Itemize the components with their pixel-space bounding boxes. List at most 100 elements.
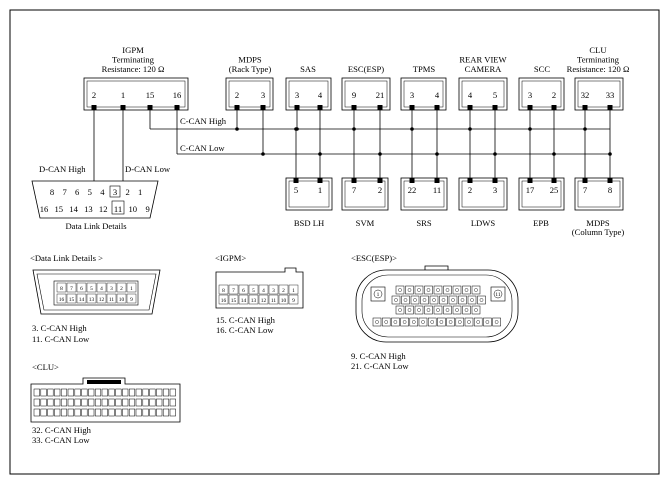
dlc-pin-7: 7 — [62, 187, 67, 197]
pin-socket — [451, 298, 455, 302]
pin-cell — [483, 317, 492, 327]
pin-cell — [142, 388, 149, 397]
pin-cell — [74, 388, 81, 397]
detail-igpm-pin-14: 14 — [241, 298, 247, 304]
pin-cell — [96, 293, 107, 304]
pin-cell — [149, 408, 156, 417]
detail-esc-title: <ESC(ESP)> — [351, 253, 397, 263]
dlc-pin-cell — [111, 200, 125, 215]
pin-cell — [258, 284, 269, 295]
pin-cell — [135, 388, 142, 397]
pin-terminal — [317, 178, 323, 183]
pin-terminal — [147, 105, 153, 110]
pin-terminal — [492, 178, 498, 183]
detail-dlc-pin-14: 14 — [79, 297, 85, 303]
pin-terminal — [234, 105, 240, 110]
svm-box — [341, 177, 389, 211]
pin-cell — [33, 408, 40, 417]
clu-box-inner — [577, 80, 621, 108]
igpm-title: Resistance: 120 Ω — [102, 64, 165, 74]
pin-socket — [398, 308, 402, 312]
srs-title: SRS — [416, 218, 432, 228]
pin-cell — [162, 408, 170, 417]
pin-cell — [278, 294, 289, 305]
svm-title: SVM — [356, 218, 375, 228]
pin-cell — [108, 408, 115, 417]
pin-cell — [94, 388, 102, 397]
pin-socket — [479, 298, 484, 302]
pin-terminal — [467, 105, 473, 110]
pin-cell — [410, 295, 420, 305]
pin-cell — [74, 398, 81, 407]
detail-dlc-shell — [32, 269, 161, 315]
pin-cell — [405, 305, 414, 315]
pin-cell — [101, 398, 108, 407]
mdps-rack-title: MDPS — [238, 55, 262, 65]
detail-igpm-pin-16: 16 — [221, 298, 227, 304]
detail-dlc-note: 3. C-CAN High — [32, 323, 87, 333]
d-can-low-label: D-CAN Low — [125, 164, 171, 174]
pin-cell — [149, 388, 156, 397]
mdps-rack-pin-2: 2 — [235, 90, 239, 100]
pin-cell — [54, 408, 61, 417]
pin-cell — [86, 293, 97, 304]
mdps-rack-box-inner — [228, 80, 271, 108]
detail-clu-title: <CLU> — [32, 362, 59, 372]
pin-socket — [460, 298, 465, 302]
pin-socket — [439, 320, 444, 324]
bsd-lh-box-inner — [288, 180, 330, 208]
pin-terminal — [377, 105, 383, 110]
igpm-box — [83, 77, 189, 111]
igpm-title: IGPM — [122, 45, 144, 55]
pin-cell — [381, 317, 391, 327]
pin-cell — [81, 408, 88, 417]
pin-socket — [426, 308, 431, 312]
pin-cell — [477, 295, 486, 305]
pin-socket — [464, 288, 469, 292]
igpm-title: Terminating — [112, 55, 155, 65]
pin-cell — [391, 295, 401, 305]
dlc-pin-3: 3 — [113, 187, 117, 197]
detail-dlc-pin-3: 3 — [110, 286, 113, 292]
pin-cell — [391, 317, 400, 327]
pin-cell — [448, 295, 458, 305]
pin-cell — [268, 294, 279, 305]
detail-igpm-pin-2: 2 — [282, 288, 285, 294]
pin-cell — [424, 285, 433, 295]
pin-cell — [40, 388, 47, 397]
pin-cell — [135, 398, 142, 407]
pin-cell — [238, 284, 249, 295]
pin-cell — [101, 388, 108, 397]
detail-igpm-pin-1: 1 — [292, 288, 295, 294]
scc-title: SCC — [534, 64, 551, 74]
tpms-pin-3: 3 — [410, 90, 414, 100]
sas-box-inner — [288, 80, 329, 108]
pin-cell — [462, 305, 471, 315]
ldws-box — [458, 177, 508, 211]
epb-pin-25: 25 — [550, 185, 559, 195]
splice-dot — [261, 152, 265, 156]
tpms-title: TPMS — [413, 64, 436, 74]
pin-socket — [384, 320, 389, 324]
pin-cell — [414, 285, 424, 295]
pin-cell — [74, 408, 81, 417]
detail-dlc-pin-15: 15 — [69, 297, 75, 303]
outer-frame — [9, 9, 660, 475]
detail-esc-note: 9. C-CAN High — [351, 351, 406, 361]
bsd-lh-box — [285, 177, 333, 211]
dlc-pin-2: 2 — [125, 187, 129, 197]
detail-esc-pin-large — [370, 286, 386, 302]
pin-cell — [122, 388, 129, 397]
clu-title: CLU — [589, 45, 607, 55]
svm-pin-7: 7 — [352, 185, 357, 195]
detail-dlc-note: 11. C-CAN Low — [32, 334, 90, 344]
pin-cell — [76, 293, 87, 304]
pin-cell — [218, 294, 229, 305]
